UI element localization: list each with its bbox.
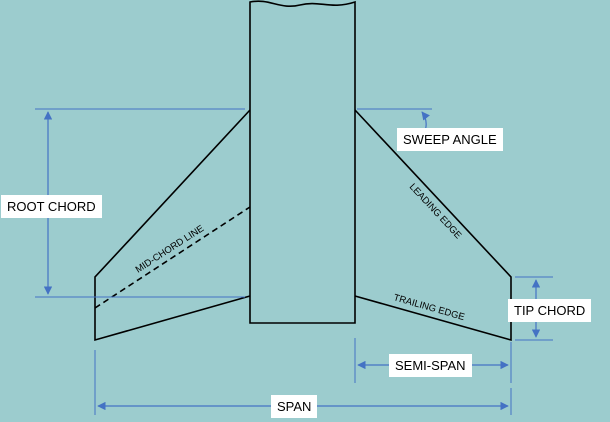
leading-edge-label: LEADING EDGE: [407, 182, 464, 242]
mid-chord-line-label: MID-CHORD LINE: [134, 223, 206, 275]
semi-span-label: SEMI-SPAN: [389, 354, 472, 377]
trailing-edge-label: TRAILING EDGE: [392, 292, 466, 323]
mid-chord-line: [94, 206, 251, 309]
body-tube: [249, 0, 356, 324]
span-label: SPAN: [271, 395, 318, 418]
sweep-angle-label: SWEEP ANGLE: [397, 128, 503, 151]
root-chord-label: ROOT CHORD: [1, 195, 102, 218]
left-fin-outline: [94, 109, 251, 342]
tip-chord-label: TIP CHORD: [508, 299, 592, 322]
